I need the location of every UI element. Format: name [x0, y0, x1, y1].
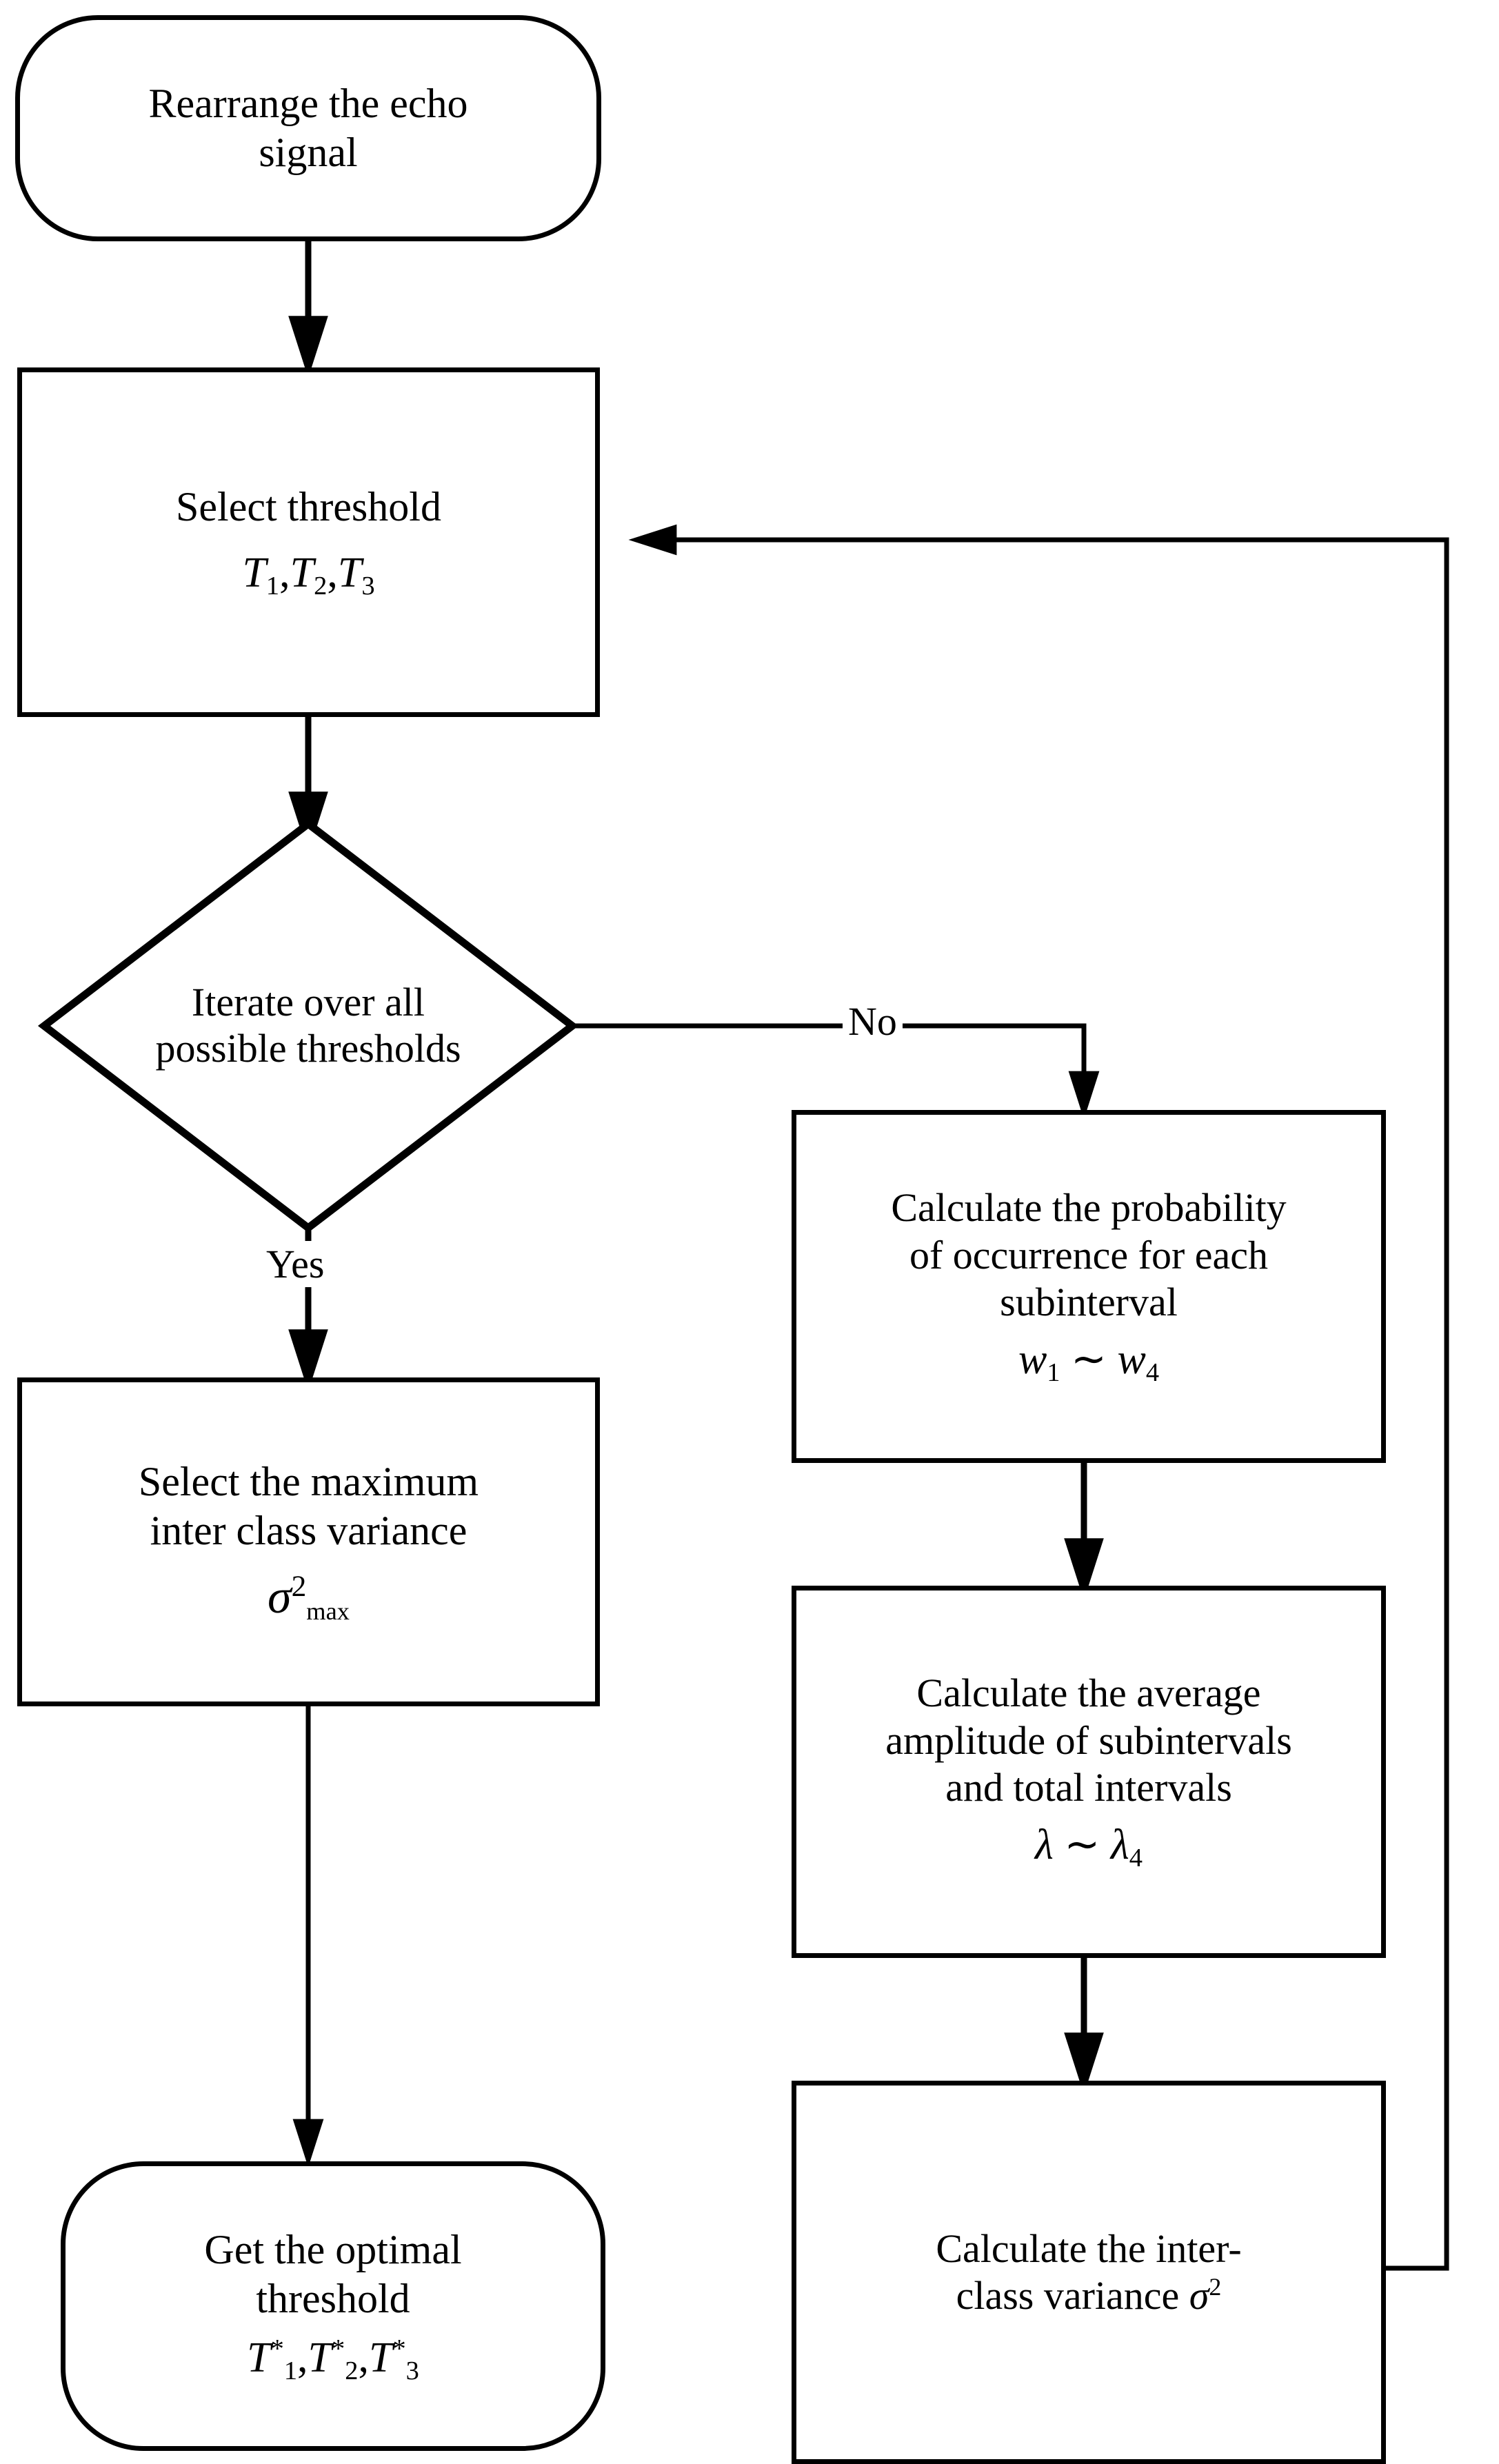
node-max-variance: Select the maximum inter class variance …	[17, 1377, 600, 1706]
node-optimal-threshold-line-1: Get the optimal	[204, 2227, 462, 2273]
node-probability-line-2: of occurrence for each	[909, 1232, 1269, 1278]
node-probability-line-1: Calculate the probability	[891, 1185, 1287, 1231]
node-max-variance-line-1: Select the maximum	[138, 1459, 479, 1505]
symbol-T2-star: T*2	[308, 2334, 359, 2385]
node-start-line-1: Rearrange the echo	[148, 81, 468, 127]
symbol-T1-star: T*1	[247, 2334, 298, 2385]
node-select-threshold-math: T1,T2,T3	[242, 549, 375, 600]
node-max-variance-line-2: inter class variance	[150, 1507, 467, 1553]
symbol-T1: T1	[242, 549, 280, 600]
node-average-amplitude: Calculate the average amplitude of subin…	[792, 1586, 1386, 1958]
edge-label-yes: Yes	[261, 1241, 330, 1287]
symbol-sigma: σ	[268, 1570, 292, 1624]
node-inter-class-variance-math: σ2	[1189, 2273, 1222, 2318]
node-average-amplitude-line-2: amplitude of subintervals	[885, 1717, 1292, 1763]
symbol-w1: w1	[1018, 1335, 1060, 1387]
node-inter-class-variance-line-1: Calculate the inter-	[936, 2225, 1242, 2271]
node-max-variance-math: σ2max	[132, 1569, 485, 1626]
symbol-T3-star: T*3	[368, 2334, 419, 2385]
node-select-threshold: Select threshold T1,T2,T3	[17, 367, 600, 717]
node-average-amplitude-math: λ ∼ λ4	[878, 1820, 1299, 1874]
node-inter-class-variance: Calculate the inter- class variance σ2	[792, 2081, 1386, 2464]
node-average-amplitude-line-3: and total intervals	[945, 1765, 1232, 1810]
node-optimal-threshold-math: T*1,T*2,T*3	[247, 2334, 419, 2385]
node-probability-line-3: subinterval	[1000, 1280, 1178, 1325]
edge-label-no: No	[843, 998, 903, 1044]
node-start: Rearrange the echo signal	[15, 15, 601, 241]
node-inter-class-variance-line-2: class variance σ2	[956, 2273, 1222, 2318]
node-optimal-threshold: Get the optimal threshold T*1,T*2,T*3	[61, 2161, 605, 2451]
symbol-lambda4: λ4	[1110, 1821, 1143, 1872]
node-probability: Calculate the probability of occurrence …	[792, 1110, 1386, 1463]
node-start-line-2: signal	[259, 130, 358, 175]
node-iterate-decision-line-2: possible thresholds	[155, 1026, 461, 1071]
symbol-sigma-max: max	[306, 1597, 350, 1625]
node-probability-math: w1 ∼ w4	[884, 1335, 1293, 1388]
node-iterate-decision: Iterate over all possible thresholds	[44, 824, 572, 1228]
symbol-w4: w4	[1117, 1335, 1160, 1387]
symbol-T3: T3	[337, 549, 375, 600]
node-optimal-threshold-line-2: threshold	[256, 2275, 410, 2321]
node-select-threshold-line-1: Select threshold	[176, 484, 441, 530]
symbol-tilde-2: ∼	[1064, 1821, 1100, 1868]
symbol-lambda: λ	[1035, 1821, 1054, 1868]
symbol-T2: T2	[290, 549, 328, 600]
node-iterate-decision-line-1: Iterate over all	[191, 980, 425, 1025]
symbol-sigma-exponent: 2	[291, 1569, 307, 1603]
symbol-tilde: ∼	[1071, 1335, 1107, 1383]
node-average-amplitude-line-1: Calculate the average	[916, 1670, 1261, 1716]
